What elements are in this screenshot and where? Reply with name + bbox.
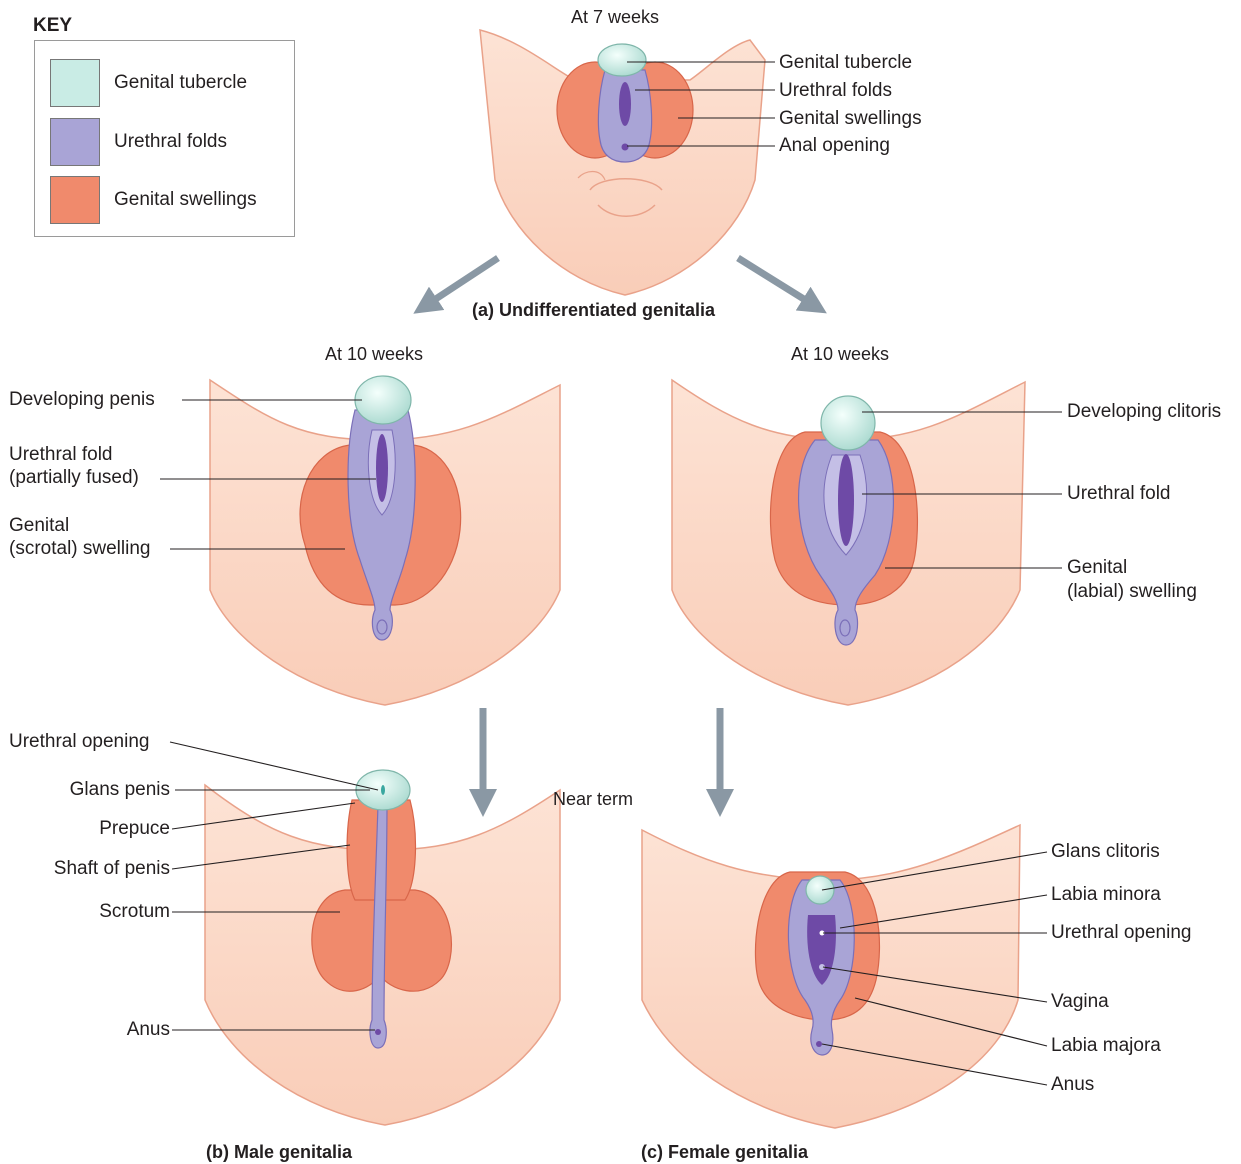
arrow-to-female [738, 258, 815, 306]
label-urethral-fold-female: Urethral fold [1067, 483, 1171, 505]
label-female-anus: Anus [1051, 1074, 1094, 1096]
panel-a-caption: (a) Undifferentiated genitalia [472, 300, 715, 321]
label-labia-majora: Labia majora [1051, 1035, 1161, 1057]
key-swatch-tubercle [50, 59, 100, 107]
label-scrotal-swelling-2: (scrotal) swelling [9, 538, 150, 560]
panel-b-figure [205, 770, 560, 1125]
key-label-tubercle: Genital tubercle [114, 72, 247, 94]
developing-clitoris [821, 396, 875, 450]
label-labial-swelling-2: (labial) swelling [1067, 581, 1197, 603]
label-male-anus: Anus [127, 1019, 170, 1041]
label-labial-swelling-1: Genital [1067, 557, 1127, 579]
near-term-label: Near term [553, 789, 633, 810]
panel-b10-stage: At 10 weeks [325, 344, 423, 365]
label-scrotum: Scrotum [99, 901, 170, 923]
panel-b10-figure [210, 376, 560, 705]
glans-clitoris [806, 876, 834, 904]
panel-c10-figure [672, 380, 1025, 705]
label-genital-swellings: Genital swellings [779, 108, 922, 130]
panel-c-figure [642, 825, 1020, 1128]
panel-b-caption: (b) Male genitalia [206, 1142, 352, 1163]
genital-tubercle [598, 44, 646, 76]
label-urethral-folds: Urethral folds [779, 80, 892, 102]
label-labia-minora: Labia minora [1051, 884, 1161, 906]
label-anal-opening: Anal opening [779, 135, 890, 157]
label-male-urethral-opening: Urethral opening [9, 731, 149, 753]
arrow-to-male [425, 258, 498, 306]
panel-c10-stage: At 10 weeks [791, 344, 889, 365]
developing-penis [355, 376, 411, 424]
label-urethral-fold-male-2: (partially fused) [9, 467, 139, 489]
key-swatch-swellings [50, 176, 100, 224]
key-label-folds: Urethral folds [114, 131, 227, 153]
label-shaft-of-penis: Shaft of penis [54, 858, 170, 880]
label-scrotal-swelling-1: Genital [9, 515, 69, 537]
key-title: KEY [33, 15, 72, 37]
panel-c-caption: (c) Female genitalia [641, 1142, 808, 1163]
label-prepuce: Prepuce [99, 818, 170, 840]
label-glans-penis: Glans penis [70, 779, 170, 801]
key-legend: Genital tubercle Urethral folds Genital … [34, 40, 295, 237]
panel-a-stage: At 7 weeks [571, 7, 659, 28]
label-developing-penis: Developing penis [9, 389, 155, 411]
label-genital-tubercle: Genital tubercle [779, 52, 912, 74]
key-swatch-folds [50, 118, 100, 166]
label-urethral-fold-male-1: Urethral fold [9, 444, 113, 466]
label-glans-clitoris: Glans clitoris [1051, 841, 1160, 863]
label-female-urethral-opening: Urethral opening [1051, 922, 1191, 944]
panel-a-figure [480, 30, 765, 295]
label-vagina: Vagina [1051, 991, 1109, 1013]
key-label-swellings: Genital swellings [114, 189, 257, 211]
label-developing-clitoris: Developing clitoris [1067, 401, 1221, 423]
